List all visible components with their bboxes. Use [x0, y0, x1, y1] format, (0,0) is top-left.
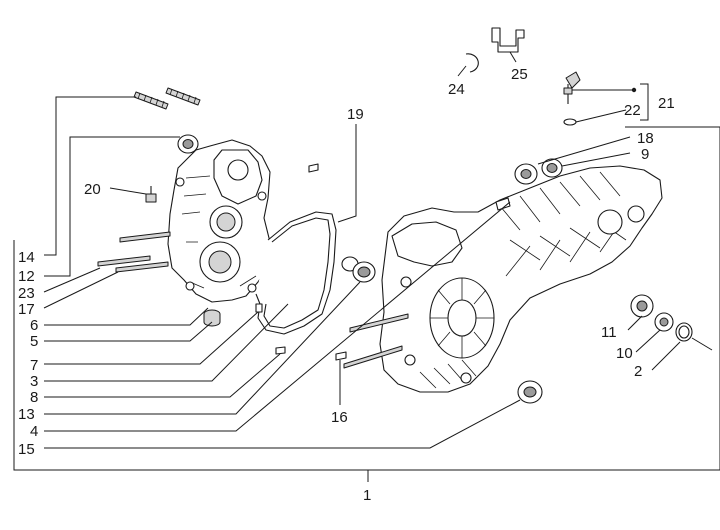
callout-20: 20 — [84, 181, 101, 198]
callout-6: 6 — [30, 317, 38, 334]
callout-8: 8 — [30, 389, 38, 406]
callout-4: 4 — [30, 423, 38, 440]
callout-25: 25 — [511, 66, 528, 83]
assembly-bracket — [13, 126, 720, 482]
right-crankcase-half — [379, 165, 663, 393]
callout-7: 7 — [30, 357, 38, 374]
callout-2: 2 — [634, 363, 642, 380]
callout-10: 10 — [616, 345, 633, 362]
callout-23: 23 — [18, 285, 35, 302]
callout-19: 19 — [347, 106, 364, 123]
left-small-parts — [97, 87, 376, 355]
callout-15: 15 — [18, 441, 35, 458]
left-crankcase-half — [167, 139, 271, 303]
callout-1: 1 — [363, 487, 371, 504]
callout-12: 12 — [18, 268, 35, 285]
callout-labels: 14 12 23 17 6 5 7 3 8 13 4 15 20 19 16 1… — [18, 66, 675, 504]
callout-9: 9 — [641, 146, 649, 163]
callout-5: 5 — [30, 333, 38, 350]
callout-17: 17 — [18, 301, 35, 318]
callout-16: 16 — [331, 409, 348, 426]
callout-24: 24 — [448, 81, 465, 98]
leader-lines — [43, 51, 713, 449]
callout-13: 13 — [18, 406, 35, 423]
callout-14: 14 — [18, 249, 35, 266]
right-small-parts — [335, 27, 693, 404]
callout-3: 3 — [30, 373, 38, 390]
callout-11: 11 — [601, 324, 617, 341]
callout-22: 22 — [624, 102, 641, 119]
callout-21: 21 — [658, 95, 675, 112]
callout-18: 18 — [637, 130, 654, 147]
